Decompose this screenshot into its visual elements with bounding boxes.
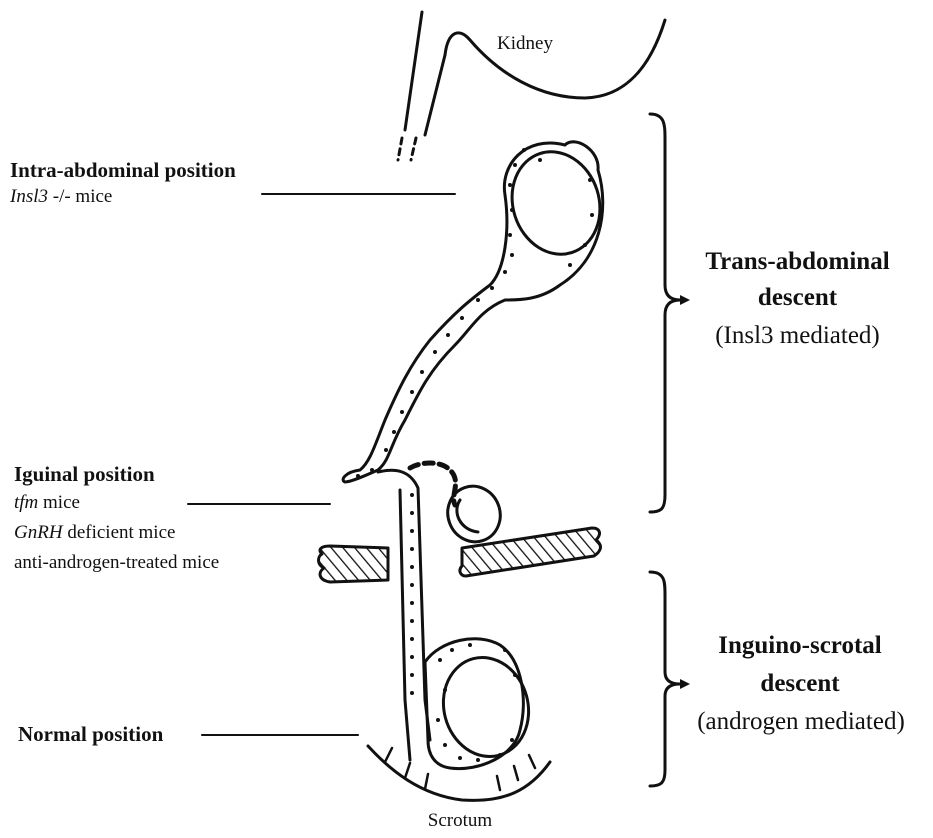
inguinal-line3: anti-androgen-treated mice — [14, 552, 219, 574]
lower-brace — [650, 572, 680, 786]
tfm-suffix: mice — [38, 492, 80, 513]
inguinal-title: Iguinal position — [14, 462, 155, 486]
stipple-dot — [410, 493, 414, 497]
scrotum-tick — [514, 766, 518, 780]
inguinal-line2: GnRH deficient mice — [14, 522, 175, 544]
inguinal-testis-inner — [457, 500, 478, 532]
stipple-dot — [433, 350, 437, 354]
stipple-dot — [503, 648, 507, 652]
left-abdominal-wall — [319, 546, 389, 582]
stipple-dot — [476, 298, 480, 302]
stipple-dot — [538, 158, 542, 162]
lower-duct-dots — [436, 643, 517, 762]
stipple-dot — [446, 333, 450, 337]
normal-position-title: Normal position — [18, 722, 163, 746]
vessel-line-outer — [425, 55, 445, 135]
stipple-dot — [410, 601, 414, 605]
scrotum-label: Scrotum — [400, 810, 520, 832]
stipple-dot — [410, 529, 414, 533]
stipple-dot — [458, 756, 462, 760]
phase1-subtitle: (Insl3 mediated) — [680, 322, 915, 351]
gnrh-gene: GnRH — [14, 522, 63, 543]
phase1-title-line1: Trans-abdominal — [680, 248, 915, 277]
vessel-line-inner — [405, 12, 422, 130]
stipple-dot — [513, 673, 517, 677]
stipple-dot — [410, 637, 414, 641]
stipple-dot — [508, 233, 512, 237]
stipple-dot — [356, 474, 360, 478]
stipple-dot — [410, 619, 414, 623]
stipple-dot — [410, 691, 414, 695]
stipple-dot — [508, 183, 512, 187]
phase2-title-line1: Inguino-scrotal — [680, 632, 920, 661]
stipple-dot — [392, 430, 396, 434]
stipple-dot — [370, 468, 374, 472]
insl3-suffix: -/- mice — [48, 186, 112, 207]
right-abdominal-wall — [460, 528, 601, 576]
upper-duct-dots — [356, 148, 594, 695]
stipple-dot — [460, 316, 464, 320]
upper-epididymis — [343, 142, 603, 482]
stipple-dot — [420, 370, 424, 374]
stipple-dot — [513, 163, 517, 167]
inguinal-line1: tfm mice — [14, 492, 80, 514]
vessel-dash-2 — [411, 138, 416, 160]
scrotum-tick — [497, 776, 500, 790]
spermatic-cord — [378, 470, 430, 760]
intra-abdominal-detail: Insl3 -/- mice — [10, 186, 112, 208]
stipple-dot — [410, 655, 414, 659]
stipple-dot — [583, 243, 587, 247]
stipple-dot — [436, 718, 440, 722]
intra-abdominal-title: Intra-abdominal position — [10, 158, 236, 182]
kidney-label: Kidney — [470, 33, 580, 55]
scrotum-tick — [385, 748, 392, 762]
stipple-dot — [498, 753, 502, 757]
scrotum-tick — [425, 774, 428, 789]
stipple-dot — [510, 738, 514, 742]
stipple-dot — [468, 643, 472, 647]
stipple-dot — [384, 448, 388, 452]
kidney-outline — [445, 20, 665, 98]
phase1-title-line2: descent — [680, 284, 915, 313]
phase2-subtitle: (androgen mediated) — [676, 708, 926, 737]
phase2-title-line2: descent — [680, 670, 920, 699]
upper-brace — [650, 114, 680, 512]
stipple-dot — [410, 673, 414, 677]
vessel-dash-1 — [398, 138, 402, 160]
stipple-dot — [410, 511, 414, 515]
upper-testis-group — [343, 140, 613, 482]
tfm-gene: tfm — [14, 492, 38, 513]
stipple-dot — [590, 213, 594, 217]
stipple-dot — [410, 547, 414, 551]
stipple-dot — [476, 758, 480, 762]
stipple-dot — [510, 208, 514, 212]
stipple-dot — [443, 688, 447, 692]
stipple-dot — [438, 658, 442, 662]
stipple-dot — [410, 390, 414, 394]
stipple-dot — [490, 286, 494, 290]
scrotum-tick — [529, 755, 535, 768]
stipple-dot — [522, 148, 526, 152]
stipple-dot — [588, 178, 592, 182]
stipple-dot — [443, 743, 447, 747]
scrotum-outline — [368, 746, 550, 800]
insl3-gene: Insl3 — [10, 186, 48, 207]
stipple-dot — [410, 583, 414, 587]
gnrh-suffix: deficient mice — [63, 522, 176, 543]
stipple-dot — [510, 253, 514, 257]
inguinal-testis — [440, 479, 508, 549]
stipple-dot — [450, 648, 454, 652]
scrotum-tick — [405, 763, 410, 778]
stipple-dot — [503, 270, 507, 274]
stipple-dot — [400, 410, 404, 414]
stipple-dot — [568, 263, 572, 267]
stipple-dot — [410, 565, 414, 569]
